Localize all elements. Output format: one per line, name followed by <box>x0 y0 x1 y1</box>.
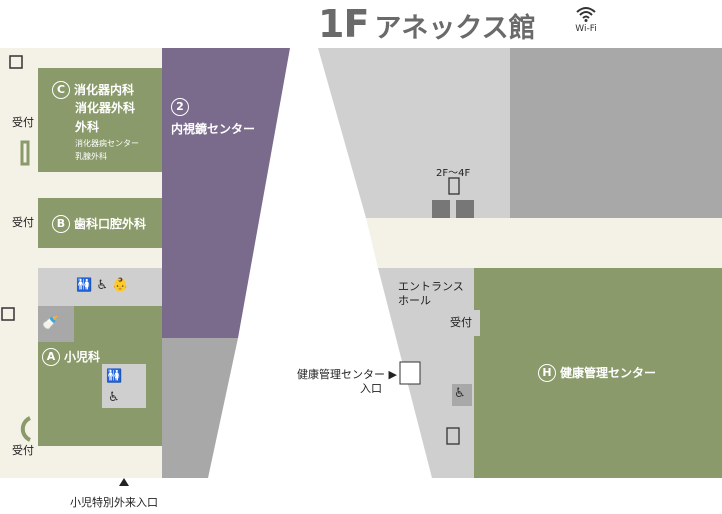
room-a-badge: A <box>42 347 60 366</box>
corridor-cream <box>366 218 722 268</box>
entrance-arrow <box>119 478 129 486</box>
pediatric-entrance-label: 小児特別外来入口 <box>70 496 158 509</box>
reception-counter <box>474 310 480 336</box>
child-restroom <box>102 364 146 408</box>
right-upper-hall <box>318 48 510 218</box>
room-b-heading: B 歯科口腔外科 <box>52 213 146 233</box>
right-reception-label: 受付 <box>450 316 472 329</box>
stairs-icon <box>9 55 23 69</box>
floor-label: 1F <box>318 2 369 46</box>
nursing-room <box>38 306 74 342</box>
room-c-badge: C <box>52 80 70 99</box>
reception-label-c: 受付 <box>12 116 34 129</box>
center-2-badge-wrap: 2 <box>171 96 193 116</box>
room-b-badge: B <box>52 214 70 233</box>
entrance-hall-area <box>378 268 474 478</box>
health-center-heading: H 健康管理センター <box>538 362 656 382</box>
health-center-label: 健康管理センター <box>560 366 657 380</box>
right-accessible-icon: ♿ <box>454 386 466 401</box>
elevator-1 <box>432 200 450 218</box>
restroom-area <box>38 268 162 306</box>
room-a-label: 小児科 <box>64 350 101 364</box>
room-c-line3: 外科 <box>75 120 100 134</box>
accessible-restroom-right <box>452 384 472 406</box>
wifi-label: Wi-Fi <box>575 24 597 34</box>
elevator-floors-label: 2F〜4F <box>436 168 471 179</box>
door-mark <box>20 140 30 166</box>
health-center-entrance-box <box>399 361 421 385</box>
center-2-badge: 2 <box>171 97 189 116</box>
health-center-area <box>474 268 722 478</box>
room-a-heading: A 小児科 <box>42 346 100 366</box>
nursing-icon: 👶 <box>112 278 129 293</box>
entrance-hall-line2: ホール <box>398 294 431 307</box>
elevator-2 <box>456 200 474 218</box>
health-entrance-line2: 入口 <box>360 382 382 395</box>
right-upper-gray <box>510 48 722 218</box>
room-b-label: 歯科口腔外科 <box>74 217 147 231</box>
restroom-icons: 🚻 ♿ 👶 <box>76 278 128 293</box>
endoscopy-center-area <box>162 48 290 338</box>
room-c-small1: 消化器病センター <box>75 139 139 148</box>
room-c-line1: 消化器内科 <box>74 83 135 97</box>
restroom-icon: 🚻 <box>76 278 93 293</box>
reception-label-b: 受付 <box>12 216 34 229</box>
corridor-gray <box>162 338 238 478</box>
endoscopy-center-label: 内視鏡センター <box>171 122 256 136</box>
wifi-badge: Wi-Fi <box>572 6 600 34</box>
elevator-icon-2 <box>446 427 460 445</box>
room-c-small2: 乳腺外科 <box>75 152 107 161</box>
elevator-icon <box>448 177 460 195</box>
health-center-badge: H <box>538 363 556 382</box>
child-restroom-icon: 🚻 <box>106 369 123 384</box>
phone-icon <box>1 307 15 321</box>
health-entrance-line1: 健康管理センター ▶ <box>297 368 397 381</box>
entrance-hall-line1: エントランス <box>398 280 464 293</box>
room-c-line2: 消化器外科 <box>75 101 136 115</box>
nursing-room-icon: 🍼 <box>42 316 59 331</box>
child-accessible-icon: ♿ <box>108 390 120 405</box>
accessible-icon: ♿ <box>96 278 108 293</box>
room-c-heading: C 消化器内科 <box>52 79 134 99</box>
building-name: アネックス館 <box>374 13 536 44</box>
door-mark-2 <box>20 416 31 442</box>
wifi-icon <box>576 7 596 22</box>
reception-label-a: 受付 <box>12 444 34 457</box>
